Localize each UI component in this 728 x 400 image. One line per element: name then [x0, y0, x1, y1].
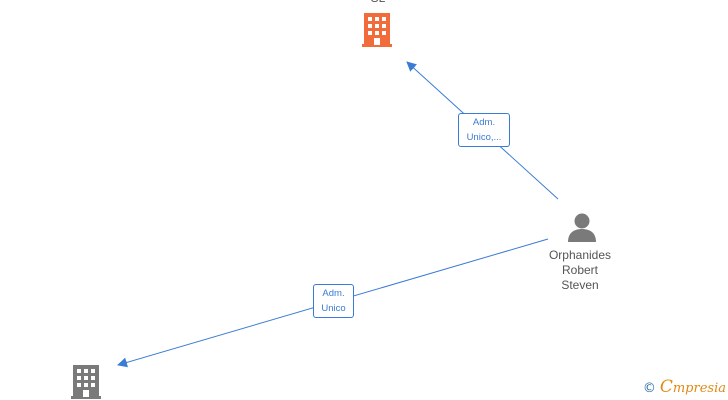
copyright-icon: ©: [642, 381, 656, 396]
brand-first-letter: C: [659, 377, 673, 397]
empresia-logo[interactable]: ©Cmpresia: [643, 377, 726, 397]
brand-name: mpresia: [672, 381, 726, 396]
edge-label-bottom[interactable]: Adm. Unico: [313, 284, 354, 318]
person-icon[interactable]: [568, 213, 596, 243]
edge-label-top[interactable]: Adm. Unico,...: [458, 113, 510, 147]
edge-label-line: Adm.: [322, 288, 345, 299]
building-icon[interactable]: [362, 13, 392, 47]
edge-label-line: Unico,...: [466, 132, 502, 143]
edge-label-line: Adm.: [472, 117, 496, 128]
person-label[interactable]: Orphanides Robert Steven: [535, 248, 625, 293]
person-label-line: Robert: [561, 263, 599, 277]
building-icon[interactable]: [71, 365, 101, 399]
edge-label-line: Unico: [321, 303, 346, 314]
top-company-label: SL: [333, 0, 423, 6]
person-label-line: Steven: [561, 278, 599, 292]
person-label-line: Orphanides: [548, 248, 612, 262]
